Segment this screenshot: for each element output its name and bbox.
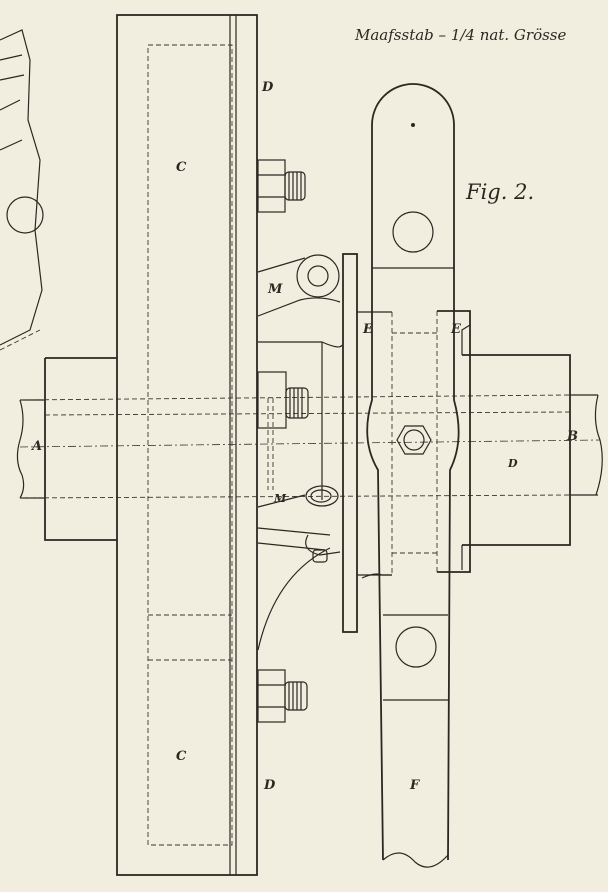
figure-label: Fig. 2. [466,180,535,204]
label-M-top: M [268,282,283,297]
scale-caption: Maafsstab – 1/4 nat. Grösse [355,26,566,44]
vertical-bar [342,253,358,633]
label-C-bottom: C [176,749,187,764]
bolt-top [257,159,306,213]
label-E-right: E [451,322,461,337]
label-B: B [567,429,578,444]
label-D-bottom: D [264,778,276,793]
plates-E [357,310,471,579]
scale-fraction: 1/4 [450,26,475,44]
link-M-bottom [257,485,341,563]
label-M-bottom: M [274,492,287,505]
lever-F [366,83,460,868]
label-D-shaft: D [508,457,518,470]
label-F: F [410,778,420,793]
link-M-top [257,254,341,317]
disc-plate-C [116,14,258,876]
bolt-bottom [257,669,308,723]
arc-line [257,547,331,651]
partial-left-figure [0,29,44,351]
label-E-left: E [363,322,373,337]
label-D-top: D [262,80,274,95]
scale-label: Maafsstab – [355,26,447,44]
label-A: A [32,439,43,454]
scale-suffix: nat. Grösse [479,26,567,44]
label-C-top: C [176,160,187,175]
bolt-middle [257,341,343,500]
